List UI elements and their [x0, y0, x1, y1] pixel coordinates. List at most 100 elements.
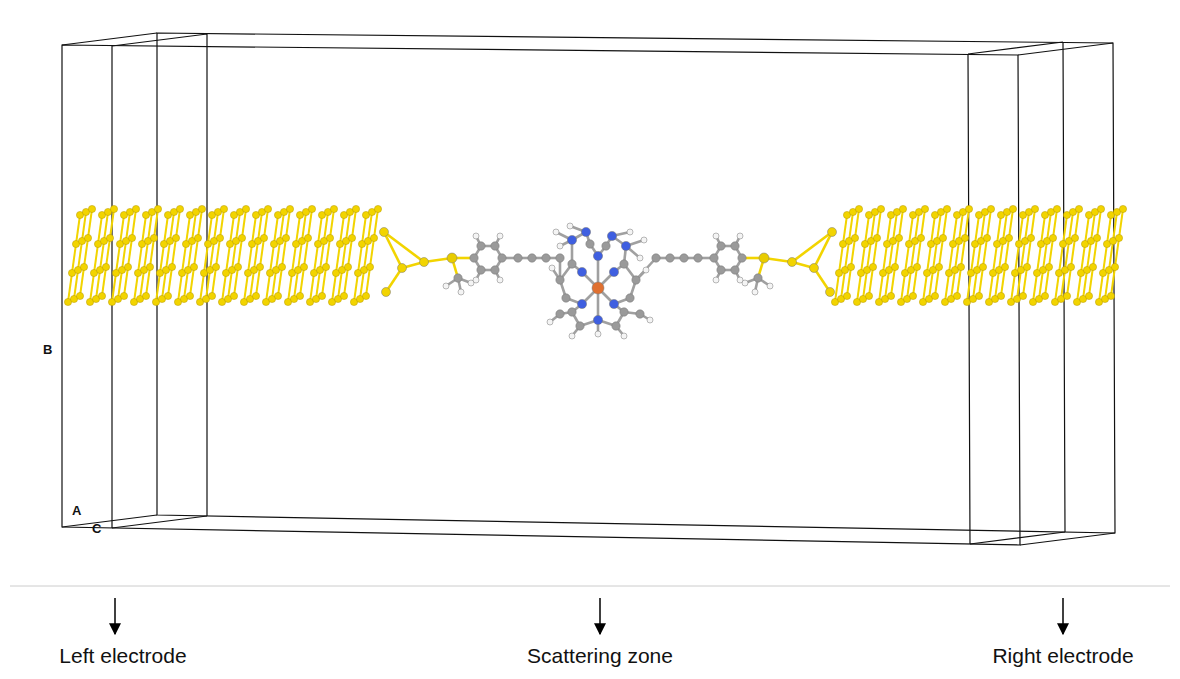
gold-atom	[98, 292, 105, 299]
region-label: Right electrode	[992, 644, 1133, 667]
gold-atom	[855, 205, 862, 212]
molecule-atom	[620, 308, 628, 316]
molecule-atom	[477, 242, 485, 250]
gold-atom	[190, 263, 197, 270]
molecule-atom	[556, 254, 564, 262]
gold-atom	[110, 205, 117, 212]
molecule-atom	[577, 299, 586, 308]
gold-atom	[132, 205, 139, 212]
molecule-atom	[713, 233, 719, 239]
gold-atom	[1027, 234, 1034, 241]
gold-atom	[308, 205, 315, 212]
molecule-atom	[498, 254, 506, 262]
molecule-atom	[458, 289, 464, 295]
molecule-atom	[398, 264, 407, 273]
gold-atom	[891, 263, 898, 270]
gold-atom	[979, 263, 986, 270]
gold-atom	[176, 205, 183, 212]
gold-atom	[1031, 205, 1038, 212]
molecule-atom	[569, 333, 575, 339]
gold-atom	[362, 292, 369, 299]
gold-atom	[146, 263, 153, 270]
molecule-atom	[593, 315, 602, 324]
gold-atom	[344, 263, 351, 270]
molecule-atom	[632, 276, 640, 284]
gold-atom	[88, 205, 95, 212]
gold-atom	[1023, 263, 1030, 270]
gold-atom	[1093, 234, 1100, 241]
molecule-bond	[636, 258, 656, 280]
gold-atom	[1001, 263, 1008, 270]
gold-atom	[168, 263, 175, 270]
molecule-atom	[621, 333, 627, 339]
molecule-bond	[792, 232, 832, 262]
molecule-atom	[637, 255, 643, 261]
molecule-atom	[826, 288, 835, 297]
molecule-atom	[576, 322, 584, 330]
gold-atom	[252, 292, 259, 299]
molecule-atom	[680, 254, 688, 262]
molecule-atom	[581, 227, 590, 236]
gold-atom	[865, 292, 872, 299]
molecule-atom	[514, 254, 522, 262]
molecule-atom	[528, 254, 536, 262]
gold-atom	[264, 205, 271, 212]
gold-atom	[102, 263, 109, 270]
gold-atom	[230, 292, 237, 299]
gold-atom	[370, 234, 377, 241]
molecule-atom	[607, 231, 616, 240]
gold-atom	[220, 205, 227, 212]
molecule-atom	[767, 283, 773, 289]
molecule-atom	[602, 242, 610, 250]
gold-atom	[957, 263, 964, 270]
molecule-atom	[621, 241, 630, 250]
molecule-atom	[562, 294, 570, 302]
right-electrode-box	[968, 42, 1065, 544]
gold-atom	[172, 234, 179, 241]
gold-atom	[1009, 205, 1016, 212]
gold-atom	[330, 205, 337, 212]
gold-atom	[935, 263, 942, 270]
region-label: Left electrode	[59, 644, 186, 667]
molecule-atom	[380, 228, 389, 237]
molecule-atom	[553, 229, 559, 235]
gold-atom	[931, 292, 938, 299]
molecule-atom	[586, 240, 594, 248]
molecule-atom	[556, 310, 564, 318]
gold-atom	[917, 234, 924, 241]
molecule-atom	[592, 282, 604, 294]
molecule-atom	[477, 266, 485, 274]
molecule-atom	[491, 266, 499, 274]
gold-atom	[961, 234, 968, 241]
molecule-atom	[641, 237, 647, 243]
gold-atom	[366, 263, 373, 270]
gold-atom	[1119, 205, 1126, 212]
gold-atom	[186, 292, 193, 299]
molecule-atom	[577, 267, 586, 276]
axis-label: A	[72, 504, 81, 518]
gold-atom	[965, 205, 972, 212]
gold-atom	[198, 205, 205, 212]
gold-atom	[300, 263, 307, 270]
gold-atom	[1075, 205, 1082, 212]
gold-atom	[983, 234, 990, 241]
molecule-atom	[557, 243, 563, 249]
gold-atom	[76, 292, 83, 299]
gold-atom	[84, 234, 91, 241]
gold-atom	[1067, 263, 1074, 270]
molecule-atom	[636, 310, 644, 318]
gold-atom	[913, 263, 920, 270]
molecule-atom	[810, 264, 819, 273]
pointer-arrow	[599, 598, 601, 634]
gold-atom	[120, 292, 127, 299]
molecule-atom	[595, 331, 601, 337]
pointer-arrows	[115, 598, 1063, 634]
gold-atom	[847, 263, 854, 270]
gold-atom	[374, 205, 381, 212]
gold-atom	[194, 234, 201, 241]
gold-atom	[80, 263, 87, 270]
molecule-atom	[731, 242, 739, 250]
gold-atom	[106, 234, 113, 241]
molecule-atom	[497, 277, 503, 283]
